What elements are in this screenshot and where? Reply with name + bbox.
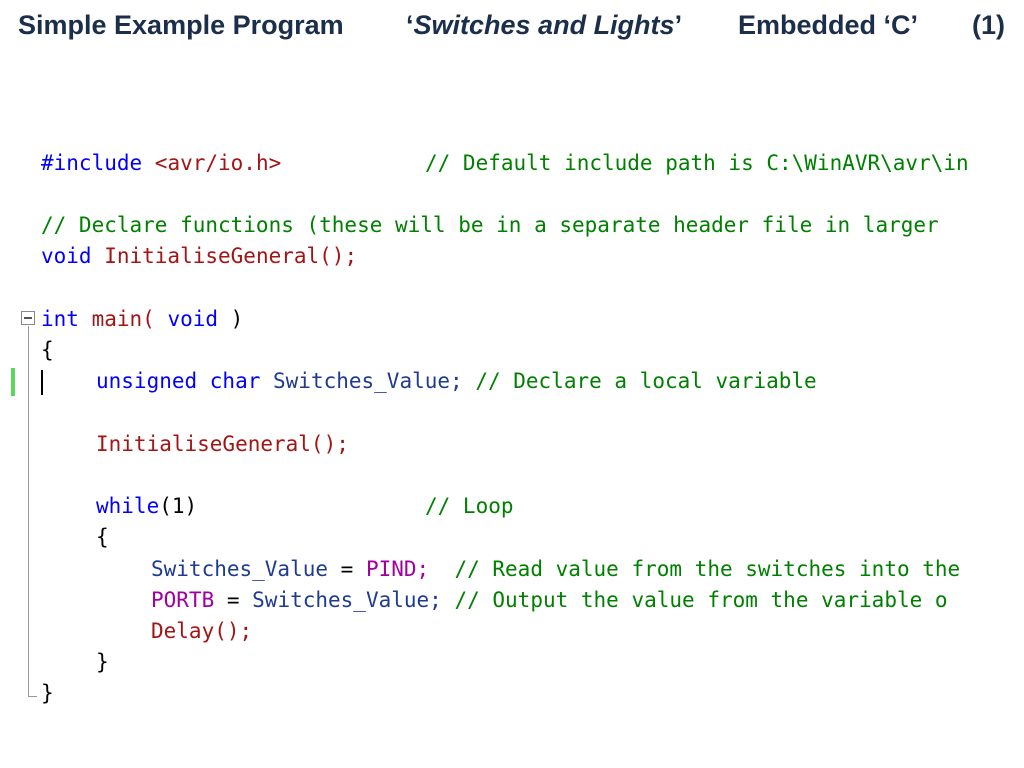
code-line-while: while(1) // Loop <box>96 491 514 522</box>
void-keyword: void <box>41 244 92 268</box>
switches-value-decl: Switches_Value; <box>260 369 463 393</box>
delay-call: Delay(); <box>151 619 253 643</box>
slide-title: Simple Example Program ‘Switches and Lig… <box>0 10 1024 50</box>
code-line-local-var: unsigned char Switches_Value; // Declare… <box>96 366 817 397</box>
include-comment: // Default include path is C:\WinAVR\avr… <box>425 151 969 175</box>
initialise-prototype: InitialiseGeneral(); <box>91 244 358 268</box>
while-open-brace: { <box>96 525 109 549</box>
int-keyword: int <box>41 307 79 331</box>
code-line-main: int main( void ) <box>41 304 243 335</box>
main-open-brace: { <box>41 338 54 362</box>
main-function: main( <box>78 307 155 331</box>
while-keyword: while <box>96 494 160 518</box>
close-quote: ’ <box>674 10 683 40</box>
code-line-declare-comment: // Declare functions (these will be in a… <box>41 210 939 241</box>
local-var-comment: // Declare a local variable <box>462 369 817 393</box>
open-quote: ‘ <box>406 10 414 40</box>
code-line-inner-close: } <box>96 647 109 678</box>
title-switches-and-lights: ‘Switches and Lights’ <box>406 10 682 41</box>
while-close-brace: } <box>96 650 109 674</box>
portb-assign-operator: = <box>214 588 253 612</box>
code-line-inner-open: { <box>96 522 109 553</box>
loop-comment: // Loop <box>425 494 514 518</box>
title-italic-text: Switches and Lights <box>413 10 675 40</box>
switches-value-rhs: Switches_Value; <box>252 588 442 612</box>
pind-register: PIND; <box>365 557 430 581</box>
text-cursor <box>41 370 43 395</box>
title-embedded-c: Embedded ‘C’ <box>738 10 919 40</box>
code-editor[interactable]: #include <avr/io.h> // Default include pa… <box>41 148 1016 728</box>
main-void-keyword: void <box>154 307 219 331</box>
fold-guide-end <box>28 696 37 697</box>
initialise-call: InitialiseGeneral(); <box>96 432 349 456</box>
code-line-prototype: void InitialiseGeneral(); <box>41 241 357 272</box>
code-line-delay: Delay(); <box>151 616 252 647</box>
code-line-close-brace: } <box>41 678 54 709</box>
code-line-write-portb: PORTB = Switches_Value; // Output the va… <box>151 585 948 616</box>
portb-register: PORTB <box>151 588 215 612</box>
code-line-open-brace: { <box>41 335 54 366</box>
unsigned-char-type: unsigned char <box>96 369 261 393</box>
include-path: <avr/io.h> <box>142 151 282 175</box>
code-line-include: #include <avr/io.h> // Default include pa… <box>41 148 969 179</box>
read-comment: // Read value from the switches into the <box>429 557 961 581</box>
switches-value-lhs: Switches_Value <box>151 557 329 581</box>
main-close-paren: ) <box>218 307 244 331</box>
code-line-read-switches: Switches_Value = PIND; // Read value fro… <box>151 554 960 585</box>
title-page-number: (1) <box>972 10 1005 40</box>
code-line-init-call: InitialiseGeneral(); <box>96 429 349 460</box>
include-keyword: #include <box>41 151 143 175</box>
assign-operator: = <box>328 557 366 581</box>
declare-comment: // Declare functions (these will be in a… <box>41 213 939 237</box>
main-close-brace: } <box>41 681 54 705</box>
fold-guide-line <box>28 326 29 696</box>
output-comment: // Output the value from the variable o <box>441 588 948 612</box>
while-condition: (1) <box>159 494 198 518</box>
collapse-main-icon[interactable] <box>21 311 35 325</box>
changed-line-marker <box>11 368 15 396</box>
title-main: Simple Example Program <box>18 10 344 40</box>
